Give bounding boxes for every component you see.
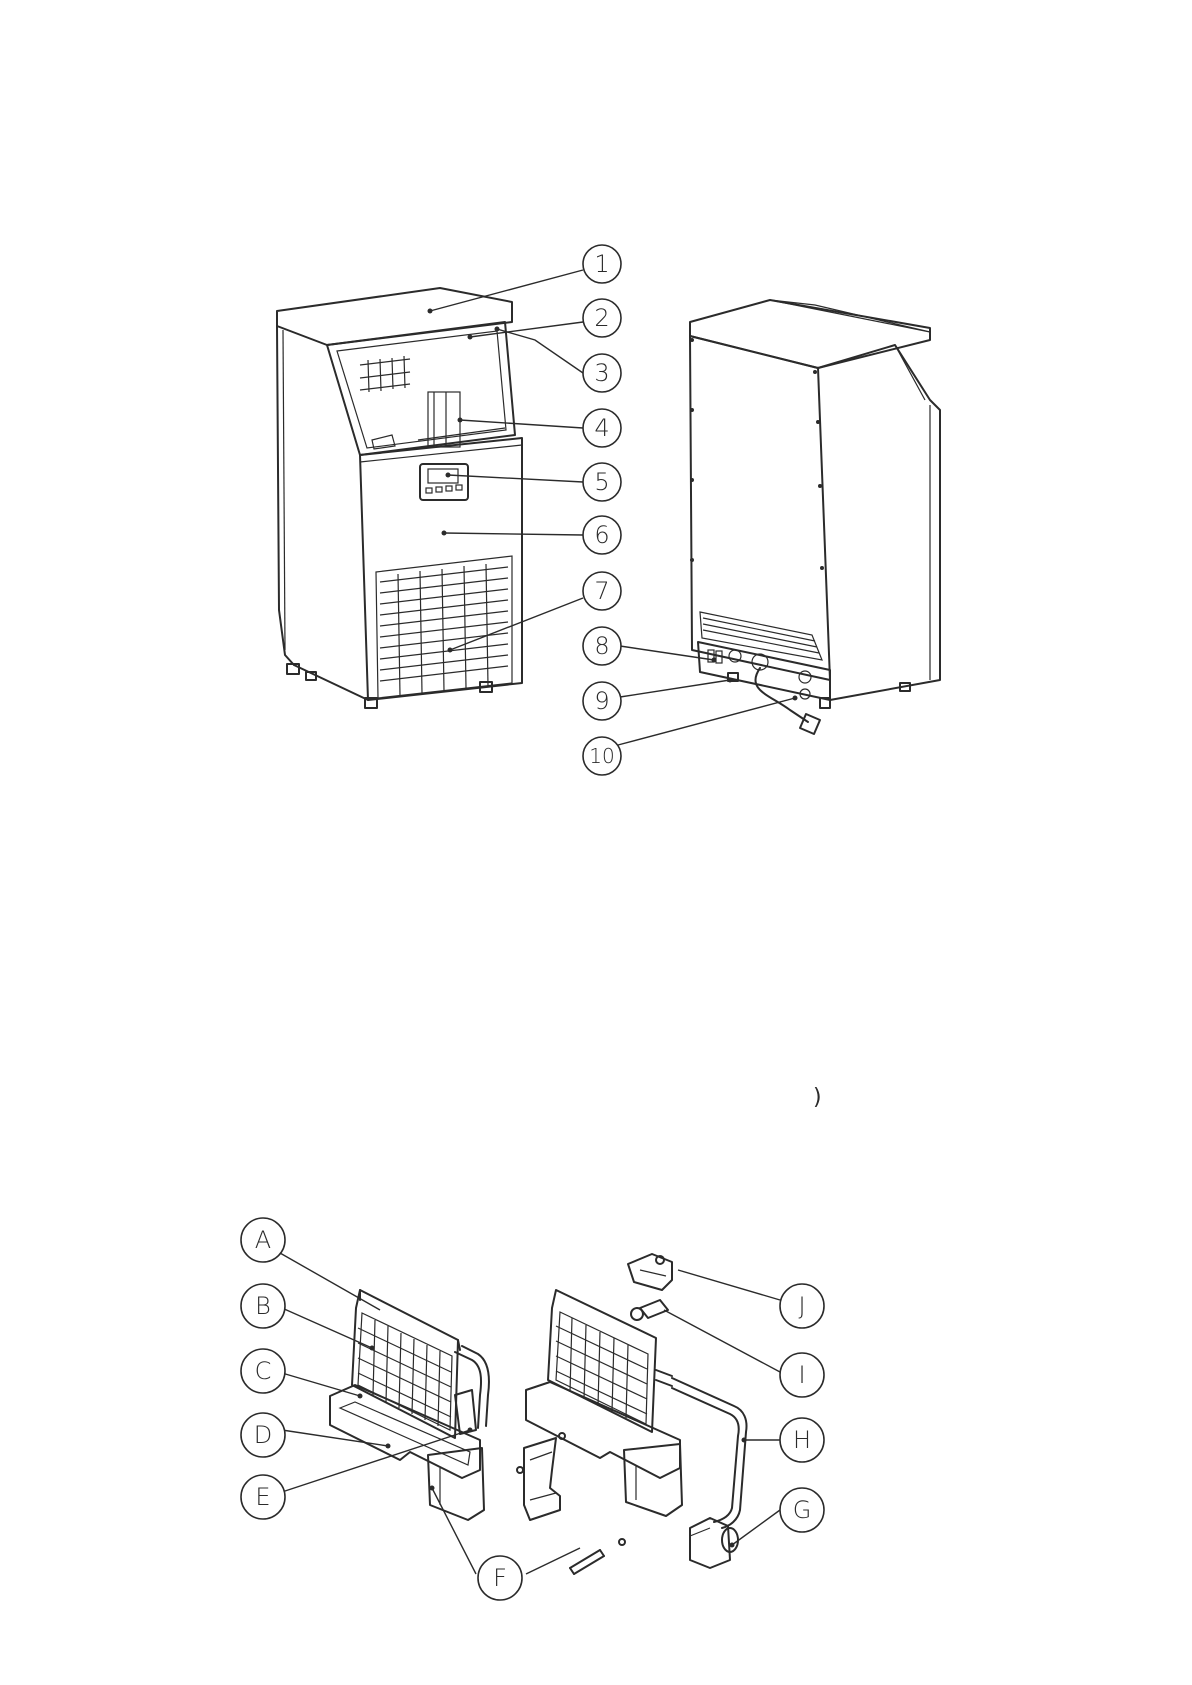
svg-text:F: F bbox=[493, 1564, 507, 1592]
svg-text:G: G bbox=[793, 1496, 812, 1524]
callout-3: 3 bbox=[583, 354, 621, 392]
callout-f: F bbox=[478, 1556, 522, 1600]
stray-parenthesis: ) bbox=[813, 1085, 822, 1110]
callout-1: 1 bbox=[583, 245, 621, 283]
callout-e: E bbox=[241, 1475, 285, 1519]
svg-text:1: 1 bbox=[594, 250, 609, 278]
callout-a: A bbox=[241, 1218, 285, 1262]
svg-text:D: D bbox=[254, 1421, 272, 1449]
top-leader-lines bbox=[428, 270, 798, 745]
svg-text:B: B bbox=[255, 1292, 271, 1320]
svg-text:4: 4 bbox=[594, 414, 609, 442]
ice-maker-rear-view bbox=[690, 300, 940, 734]
svg-text:8: 8 bbox=[594, 632, 609, 660]
callout-d: D bbox=[241, 1413, 285, 1457]
svg-text:7: 7 bbox=[594, 577, 609, 605]
ice-maker-front-view bbox=[277, 288, 522, 708]
evaporator-assembly-right bbox=[526, 1290, 682, 1516]
callout-j: J bbox=[780, 1284, 824, 1328]
svg-text:9: 9 bbox=[594, 687, 609, 715]
callout-c: C bbox=[241, 1349, 285, 1393]
callout-8: 8 bbox=[583, 627, 621, 665]
callout-10: 10 bbox=[583, 737, 621, 775]
svg-text:6: 6 bbox=[594, 521, 609, 549]
callout-6: 6 bbox=[583, 516, 621, 554]
front-vent-grille bbox=[376, 556, 512, 698]
svg-text:5: 5 bbox=[594, 468, 609, 496]
callout-2: 2 bbox=[583, 299, 621, 337]
part-i-fitting bbox=[631, 1300, 668, 1320]
rear-vent bbox=[700, 612, 822, 660]
svg-text:J: J bbox=[798, 1292, 805, 1320]
svg-text:E: E bbox=[255, 1483, 270, 1511]
svg-text:I: I bbox=[798, 1361, 805, 1389]
bottom-leader-lines bbox=[280, 1253, 780, 1574]
callout-5: 5 bbox=[583, 463, 621, 501]
svg-text:3: 3 bbox=[594, 359, 609, 387]
svg-text:H: H bbox=[793, 1426, 811, 1454]
callout-7: 7 bbox=[583, 572, 621, 610]
callout-i: I bbox=[780, 1353, 824, 1397]
svg-text:A: A bbox=[255, 1226, 271, 1254]
evaporator-assembly-left bbox=[330, 1290, 489, 1520]
callout-b: B bbox=[241, 1284, 285, 1328]
svg-text:10: 10 bbox=[589, 744, 614, 768]
part-j-bracket bbox=[628, 1254, 672, 1290]
callout-g: G bbox=[780, 1488, 824, 1532]
svg-text:C: C bbox=[255, 1357, 272, 1385]
part-h-hose bbox=[672, 1378, 747, 1528]
callout-9: 9 bbox=[583, 682, 621, 720]
callout-h: H bbox=[780, 1418, 824, 1462]
callout-4: 4 bbox=[583, 409, 621, 447]
svg-text:2: 2 bbox=[594, 304, 609, 332]
